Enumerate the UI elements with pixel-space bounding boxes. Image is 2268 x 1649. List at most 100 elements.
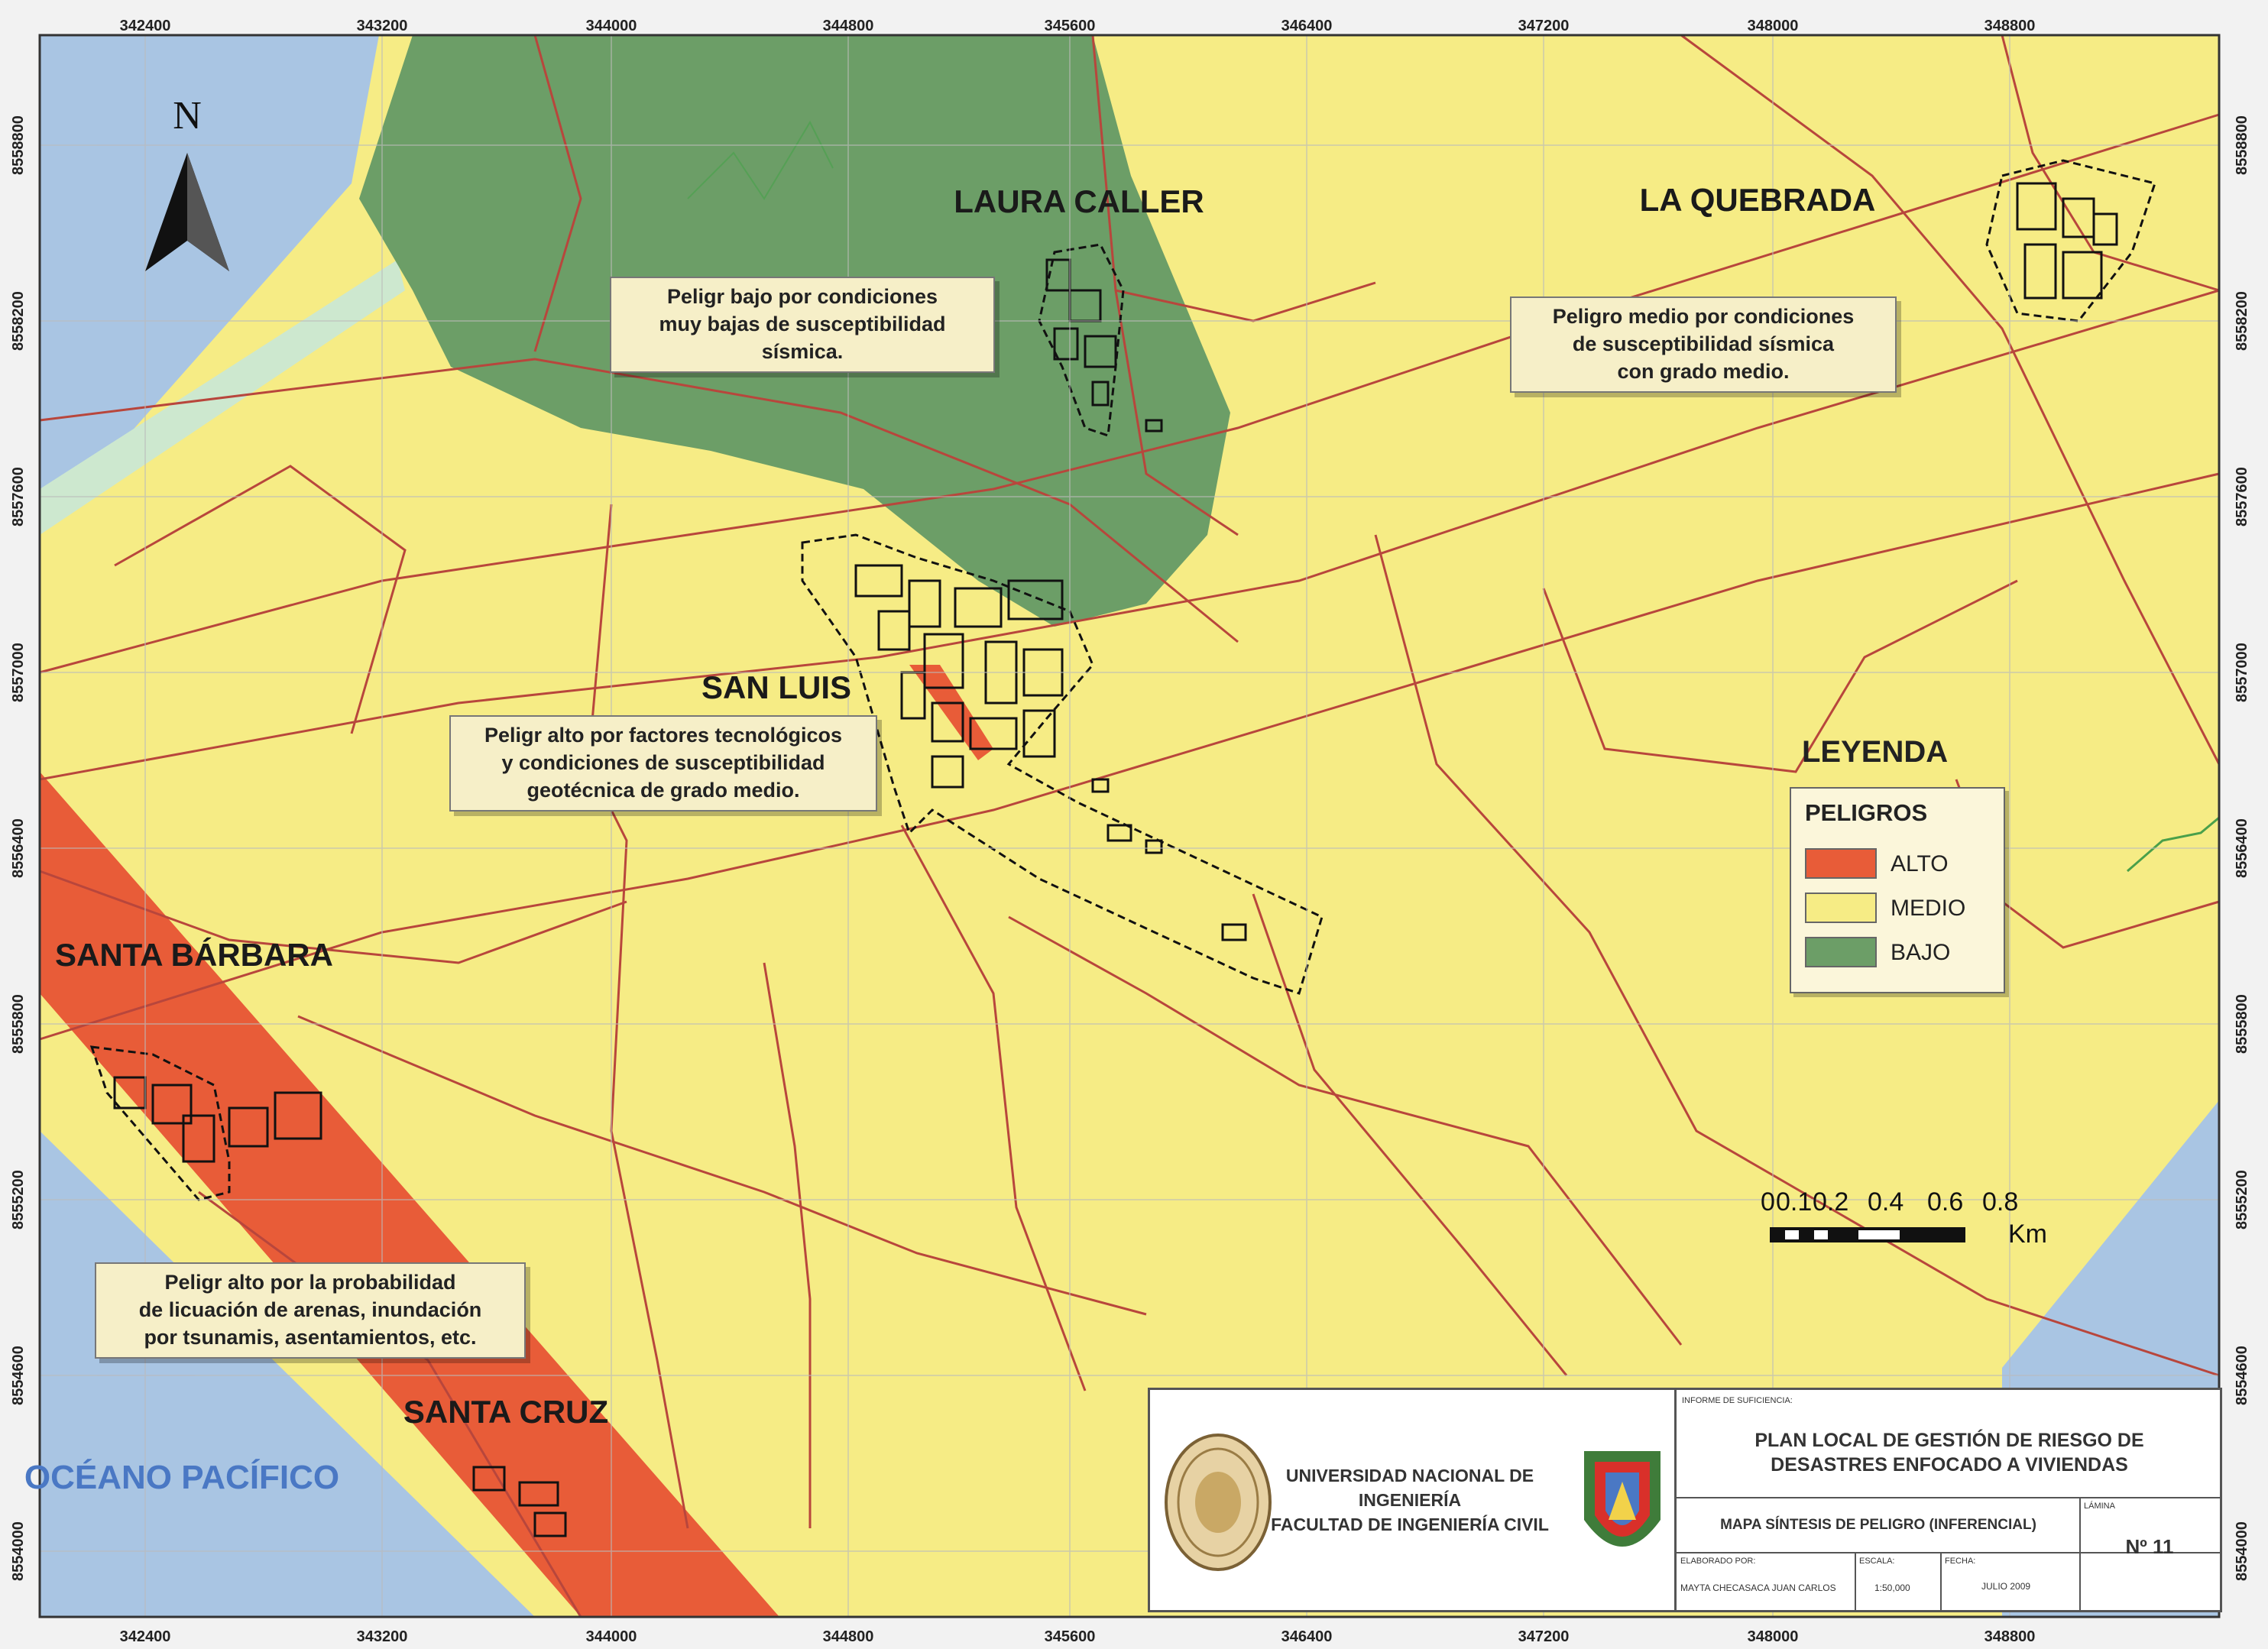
x-tick: 346400	[1281, 1628, 1333, 1645]
x-tick: 347200	[1518, 18, 1570, 34]
x-axis-top: 342400 343200 344000 344800 345600 34640…	[120, 18, 2036, 34]
note-line: Peligr alto por factores tecnológicos	[484, 724, 843, 747]
legend-title: LEYENDA	[1802, 735, 1949, 769]
university-name: UNIVERSIDAD NACIONAL DE INGENIERÍA FACUL…	[1265, 1463, 1555, 1537]
zone-label-santa-cruz: SANTA CRUZ	[403, 1394, 608, 1430]
note-san-luis: Peligr alto por factores tecnológicos y …	[449, 715, 877, 812]
legend-item-bajo: BAJO	[1805, 937, 1988, 967]
x-tick: 343200	[357, 1628, 408, 1645]
x-tick: 342400	[120, 18, 171, 34]
y-tick: 8554000	[10, 1521, 27, 1581]
x-tick: 348000	[1748, 18, 1799, 34]
scale-tick: 0.1	[1776, 1187, 1813, 1217]
y-tick: 8555200	[2234, 1170, 2250, 1229]
legend-swatch	[1805, 937, 1877, 967]
note-line: Peligr bajo por condiciones	[666, 285, 938, 308]
sheet-number: Nº 11	[2125, 1535, 2174, 1558]
legend-item-medio: MEDIO	[1805, 893, 1988, 923]
y-tick: 8556400	[10, 818, 27, 878]
x-tick: 344000	[586, 18, 637, 34]
note-santa-barbara: Peligr alto por la probabilidad de licua…	[95, 1262, 526, 1359]
x-tick: 345600	[1045, 18, 1096, 34]
x-tick: 348000	[1748, 1628, 1799, 1645]
y-tick: 8555800	[2234, 994, 2250, 1054]
x-tick: 345600	[1045, 1628, 1096, 1645]
x-tick: 344800	[823, 1628, 874, 1645]
y-tick: 8557600	[2234, 467, 2250, 526]
legend: PELIGROS ALTO MEDIO BAJO	[1790, 787, 2005, 993]
faculty-crest-icon	[1584, 1451, 1661, 1547]
settlement-outlines	[89, 159, 2156, 1201]
ocean-label: OCÉANO PACÍFICO	[24, 1458, 339, 1496]
scale-tick: 0.6	[1927, 1187, 1964, 1217]
faculty-name: FACULTAD DE INGENIERÍA CIVIL	[1271, 1515, 1549, 1534]
y-tick: 8554000	[2234, 1521, 2250, 1581]
y-tick: 8555800	[10, 994, 27, 1054]
x-tick: 348800	[1985, 18, 2036, 34]
x-axis-bottom: 342400 343200 344000 344800 345600 34640…	[120, 1628, 2036, 1645]
note-line: sísmica.	[761, 340, 844, 363]
north-label: N	[173, 94, 202, 138]
x-tick: 343200	[357, 18, 408, 34]
note-line: geotécnica de grado medio.	[526, 779, 800, 802]
y-tick: 8557000	[2234, 643, 2250, 702]
stream	[687, 120, 834, 200]
scale-tick: 0	[1761, 1187, 1775, 1217]
report-label: INFORME DE SUFICIENCIA:	[1682, 1396, 1793, 1405]
y-tick: 8557600	[10, 467, 27, 526]
note-line: por tsunamis, asentamientos, etc.	[144, 1326, 477, 1349]
scale-unit: Km	[2008, 1220, 2047, 1249]
legend-label: ALTO	[1891, 851, 1949, 876]
north-arrow-icon: N	[145, 94, 229, 271]
y-tick: 8558800	[2234, 115, 2250, 175]
stream	[2127, 816, 2220, 873]
university-line: UNIVERSIDAD NACIONAL DE	[1285, 1466, 1534, 1485]
map-title: PLAN LOCAL DE GESTIÓN DE RIESGO DE DESAS…	[1682, 1428, 2217, 1477]
y-axis-right: 8558800 8558200 8557600 8557000 8556400 …	[2234, 115, 2250, 1581]
y-tick: 8554600	[2234, 1346, 2250, 1405]
zone-label-santa-barbara: SANTA BÁRBARA	[55, 937, 333, 973]
x-tick: 344000	[586, 1628, 637, 1645]
author-name: MAYTA CHECASACA JUAN CARLOS	[1680, 1583, 1836, 1593]
zone-label-san-luis: SAN LUIS	[701, 669, 851, 705]
y-tick: 8556400	[2234, 818, 2250, 878]
legend-swatch	[1805, 848, 1877, 879]
note-laura-caller: Peligr bajo por condiciones muy bajas de…	[610, 277, 995, 373]
note-line: y condiciones de susceptibilidad	[501, 751, 825, 774]
note-line: Peligro medio por condiciones	[1552, 305, 1855, 328]
university-seal-icon	[1165, 1434, 1272, 1571]
legend-item-alto: ALTO	[1805, 848, 1988, 879]
zone-label-la-quebrada: LA QUEBRADA	[1640, 182, 1876, 218]
scale-tick: 0.4	[1868, 1187, 1904, 1217]
legend-label: BAJO	[1891, 940, 1951, 965]
legend-swatch	[1805, 893, 1877, 923]
y-axis-left: 8558800 8558200 8557600 8557000 8556400 …	[10, 115, 27, 1581]
y-tick: 8554600	[10, 1346, 27, 1405]
note-line: de licuación de arenas, inundación	[138, 1298, 482, 1321]
scale-label: ESCALA:	[1859, 1557, 1895, 1566]
title-block: UNIVERSIDAD NACIONAL DE INGENIERÍA FACUL…	[1148, 1388, 2222, 1612]
date-value: JULIO 2009	[1981, 1581, 2031, 1592]
zone-label-laura-caller: LAURA CALLER	[954, 183, 1204, 219]
alto-zone	[40, 772, 779, 1617]
x-tick: 344800	[823, 18, 874, 34]
legend-heading: PELIGROS	[1805, 799, 1928, 826]
author-label: ELABORADO POR:	[1680, 1557, 1756, 1566]
title-line: DESASTRES ENFOCADO A VIVIENDAS	[1771, 1454, 2128, 1476]
ocean-area	[40, 1131, 535, 1617]
x-tick: 342400	[120, 1628, 171, 1645]
y-tick: 8557000	[10, 643, 27, 702]
legend-label: MEDIO	[1891, 896, 1966, 921]
lamina-label: LÁMINA	[2084, 1502, 2115, 1511]
scale-bar	[1770, 1227, 1965, 1242]
university-line: INGENIERÍA	[1358, 1490, 1462, 1510]
y-tick: 8558800	[10, 115, 27, 175]
note-la-quebrada: Peligro medio por condiciones de suscept…	[1510, 296, 1897, 393]
y-tick: 8558200	[2234, 291, 2250, 351]
title-line: PLAN LOCAL DE GESTIÓN DE RIESGO DE	[1754, 1430, 2144, 1451]
map-subtitle: MAPA SÍNTESIS DE PELIGRO (INFERENCIAL)	[1720, 1517, 2036, 1533]
note-line: de susceptibilidad sísmica	[1572, 332, 1835, 355]
note-line: con grado medio.	[1617, 360, 1790, 383]
scale-tick: 0.2	[1813, 1187, 1849, 1217]
y-tick: 8555200	[10, 1170, 27, 1229]
